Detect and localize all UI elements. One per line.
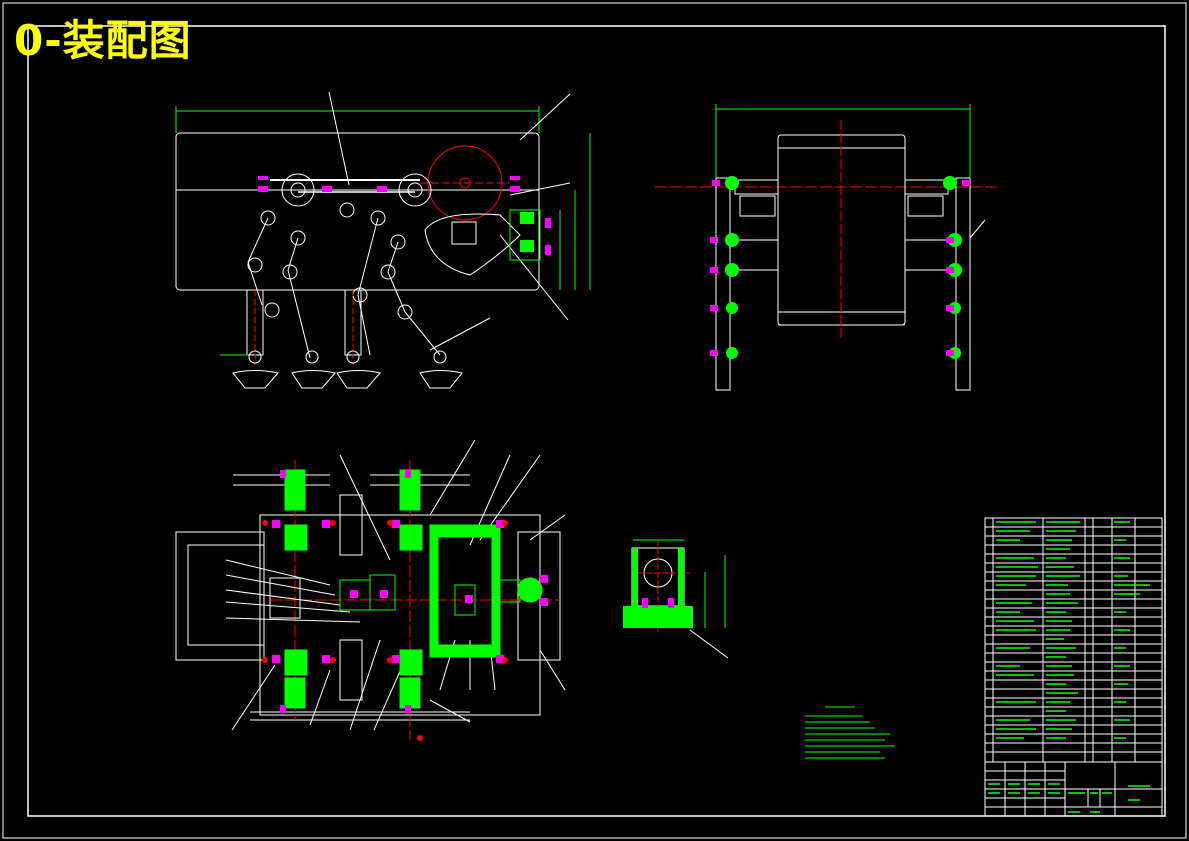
- front-view: [175, 91, 591, 389]
- front-view-parts: [520, 212, 534, 252]
- parts-list-entries: [996, 521, 1150, 739]
- bearing-seat-base: [623, 548, 693, 628]
- parts-list: [984, 517, 1163, 763]
- title-block-entries: [988, 783, 1150, 813]
- section-view-centers: [262, 520, 508, 741]
- side-view: [655, 104, 1000, 391]
- section-view-parts: [284, 469, 543, 709]
- front-view-fasteners: [258, 176, 551, 255]
- bearing-seat-bolts: [642, 598, 674, 608]
- side-view-fasteners: [710, 180, 970, 356]
- section-view-fasteners: [272, 470, 548, 713]
- side-view-parts: [725, 176, 962, 359]
- title-block: [984, 761, 1163, 817]
- drawing-title: 0-装配图: [14, 16, 192, 65]
- technical-requirements: [805, 706, 895, 759]
